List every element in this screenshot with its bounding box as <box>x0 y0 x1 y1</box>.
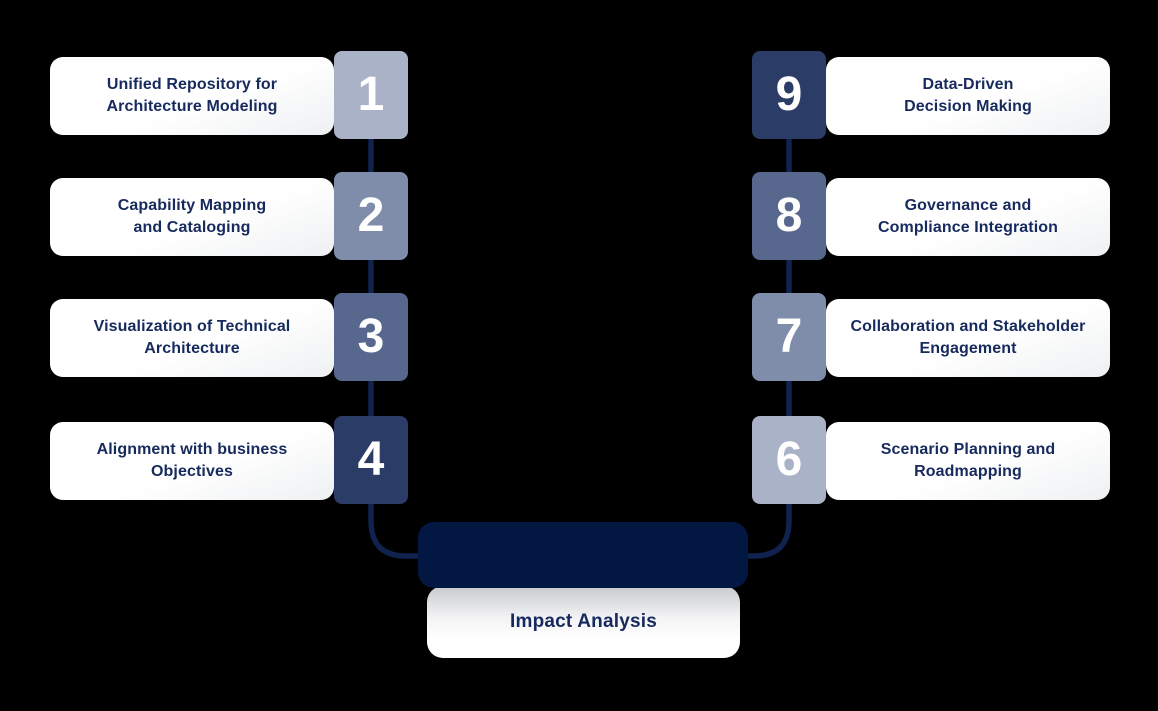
step-3-number-badge: 3 <box>334 293 408 381</box>
step-7-label-line1: Collaboration and Stakeholder <box>850 318 1086 335</box>
step-8-label-line2: Compliance Integration <box>878 219 1058 236</box>
step-1-label: Unified Repository for Architecture Mode… <box>92 74 291 118</box>
step-2-label-line1: Capability Mapping <box>117 197 267 214</box>
step-8-number-badge: 8 <box>752 172 826 260</box>
step-8-label: Governance and Compliance Integration <box>864 195 1072 239</box>
step-1-label-line1: Unified Repository for <box>106 76 278 93</box>
step-2-number-badge: 2 <box>334 172 408 260</box>
step-8-label-line1: Governance and <box>904 197 1032 214</box>
step-7-label: Collaboration and Stakeholder Engagement <box>837 316 1100 360</box>
step-9-number-badge: 9 <box>752 51 826 139</box>
step-6-label-line2: Roadmapping <box>914 463 1022 480</box>
step-6-number: 6 <box>775 433 803 486</box>
impact-analysis-card: Impact Analysis <box>427 586 740 658</box>
step-4-number: 4 <box>357 433 385 486</box>
step-7-label-line2: Engagement <box>919 340 1017 357</box>
step-6-label-line1: Scenario Planning and <box>880 441 1056 458</box>
step-4-number-badge: 4 <box>334 416 408 504</box>
step-7-number-badge: 7 <box>752 293 826 381</box>
step-4-card: Alignment with business Objectives <box>50 422 334 500</box>
step-7-card: Collaboration and Stakeholder Engagement <box>826 299 1110 377</box>
step-2-number: 2 <box>357 189 385 242</box>
step-9-number: 9 <box>775 68 803 121</box>
step-3-number: 3 <box>357 310 385 363</box>
step-2-label-line2: and Cataloging <box>133 219 251 236</box>
step-9-label: Data-Driven Decision Making <box>890 74 1046 118</box>
step-3-label-line1: Visualization of Technical <box>93 318 291 335</box>
step-3-label: Visualization of Technical Architecture <box>80 316 305 360</box>
impact-analysis-label: Impact Analysis <box>510 611 657 632</box>
step-3-card: Visualization of Technical Architecture <box>50 299 334 377</box>
step-2-label: Capability Mapping and Cataloging <box>104 195 280 239</box>
step-1-number-badge: 1 <box>334 51 408 139</box>
step-7-number: 7 <box>775 310 803 363</box>
step-1-card: Unified Repository for Architecture Mode… <box>50 57 334 135</box>
step-9-label-line2: Decision Making <box>904 98 1032 115</box>
step-4-label: Alignment with business Objectives <box>83 439 302 483</box>
step-8-card: Governance and Compliance Integration <box>826 178 1110 256</box>
step-4-label-line2: Objectives <box>151 463 233 480</box>
step-6-card: Scenario Planning and Roadmapping <box>826 422 1110 500</box>
step-4-label-line1: Alignment with business <box>96 441 288 458</box>
step-6-label: Scenario Planning and Roadmapping <box>867 439 1070 483</box>
step-9-card: Data-Driven Decision Making <box>826 57 1110 135</box>
step-1-number: 1 <box>357 68 385 121</box>
step-1-label-line2: Architecture Modeling <box>106 98 278 115</box>
step-9-label-line1: Data-Driven <box>922 76 1014 93</box>
center-connector-box <box>418 522 748 588</box>
step-8-number: 8 <box>775 189 803 242</box>
step-6-number-badge: 6 <box>752 416 826 504</box>
step-3-label-line2: Architecture <box>144 340 240 357</box>
step-2-card: Capability Mapping and Cataloging <box>50 178 334 256</box>
